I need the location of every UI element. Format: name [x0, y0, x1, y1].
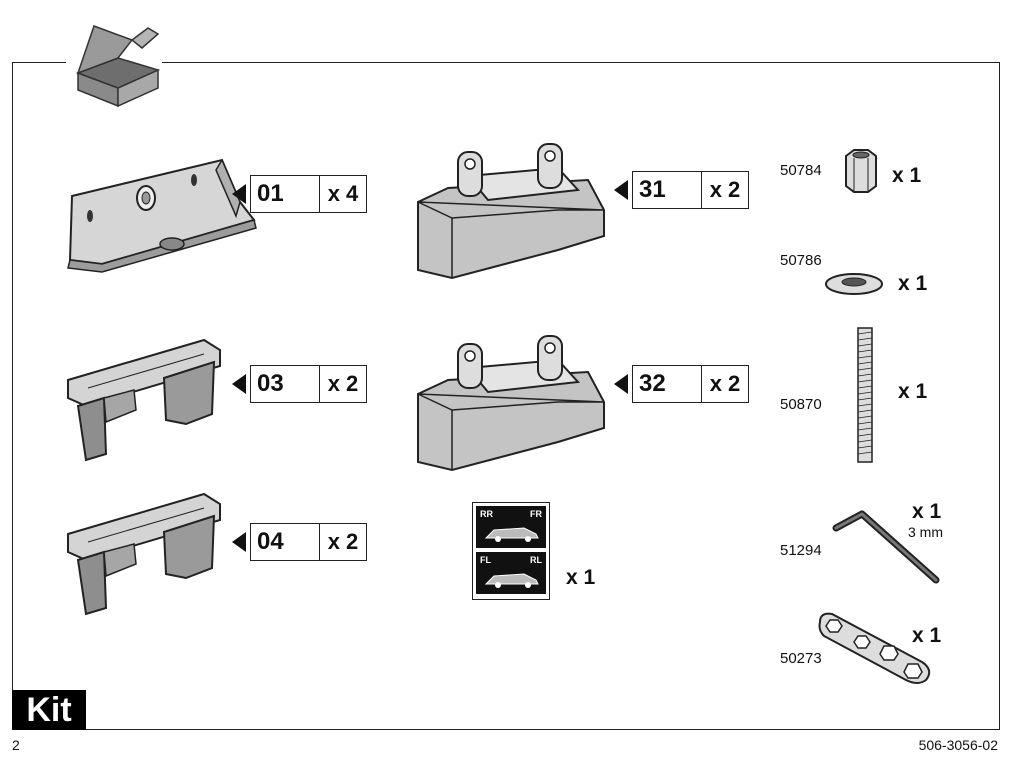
part-code: 32 — [633, 366, 702, 402]
pointer-31-icon — [614, 180, 628, 200]
pad-04-icon — [67, 492, 221, 616]
document-code: 506-3056-02 — [918, 737, 998, 753]
pointer-01-icon — [232, 184, 246, 204]
sticker-label-rl: RL — [530, 555, 542, 565]
part-label-31: 31 x 2 — [632, 171, 749, 209]
hardware-number: 50786 — [780, 252, 822, 269]
part-code: 03 — [251, 366, 320, 402]
part-code: 31 — [633, 172, 702, 208]
position-sticker-sheet: RR FR FL RL — [472, 502, 550, 600]
content-frame — [12, 62, 1000, 730]
pointer-32-icon — [614, 374, 628, 394]
car-icon — [484, 573, 539, 588]
part-qty: x 2 — [709, 371, 741, 396]
hardware-number: 50784 — [780, 162, 822, 179]
hardware-number: 50870 — [780, 396, 822, 413]
sticker-label-fl: FL — [480, 555, 491, 565]
hardware-qty: x 1 — [892, 164, 922, 187]
open-box-icon — [75, 25, 161, 108]
pointer-04-icon — [232, 532, 246, 552]
part-qty: x 2 — [327, 371, 359, 396]
pointer-03-icon — [232, 374, 246, 394]
hex-nut-icon — [845, 149, 877, 193]
sticker-top: RR FR — [476, 506, 546, 548]
bracket-01-icon — [67, 158, 257, 273]
sticker-label-fr: FR — [530, 509, 542, 519]
pad-03-icon — [67, 338, 221, 462]
page-number: 2 — [12, 737, 20, 753]
hardware-note: 3 mm — [908, 524, 943, 540]
hardware-qty: x 1 — [912, 500, 942, 523]
sticker-bottom: FL RL — [476, 552, 546, 594]
hardware-qty: x 1 — [898, 272, 928, 295]
sticker-label-rr: RR — [480, 509, 493, 519]
part-qty: x 4 — [327, 181, 359, 206]
foot-32-icon — [417, 335, 605, 472]
foot-31-icon — [417, 143, 605, 280]
threaded-rod-icon — [857, 327, 873, 463]
part-qty: x 2 — [709, 177, 741, 202]
hardware-qty: x 1 — [912, 624, 942, 647]
washer-icon — [825, 273, 883, 295]
sticker-qty: x 1 — [566, 566, 596, 589]
hardware-qty: x 1 — [898, 380, 928, 403]
hardware-number: 50273 — [780, 650, 822, 667]
allen-key-icon — [832, 510, 940, 584]
wrench-plate-icon — [818, 612, 931, 684]
part-code: 01 — [251, 176, 320, 212]
part-qty: x 2 — [327, 529, 359, 554]
part-label-01: 01 x 4 — [250, 175, 367, 213]
part-code: 04 — [251, 524, 320, 560]
car-icon — [484, 527, 539, 542]
part-label-32: 32 x 2 — [632, 365, 749, 403]
part-label-03: 03 x 2 — [250, 365, 367, 403]
hardware-number: 51294 — [780, 542, 822, 559]
kit-label: Kit — [12, 690, 86, 730]
part-label-04: 04 x 2 — [250, 523, 367, 561]
